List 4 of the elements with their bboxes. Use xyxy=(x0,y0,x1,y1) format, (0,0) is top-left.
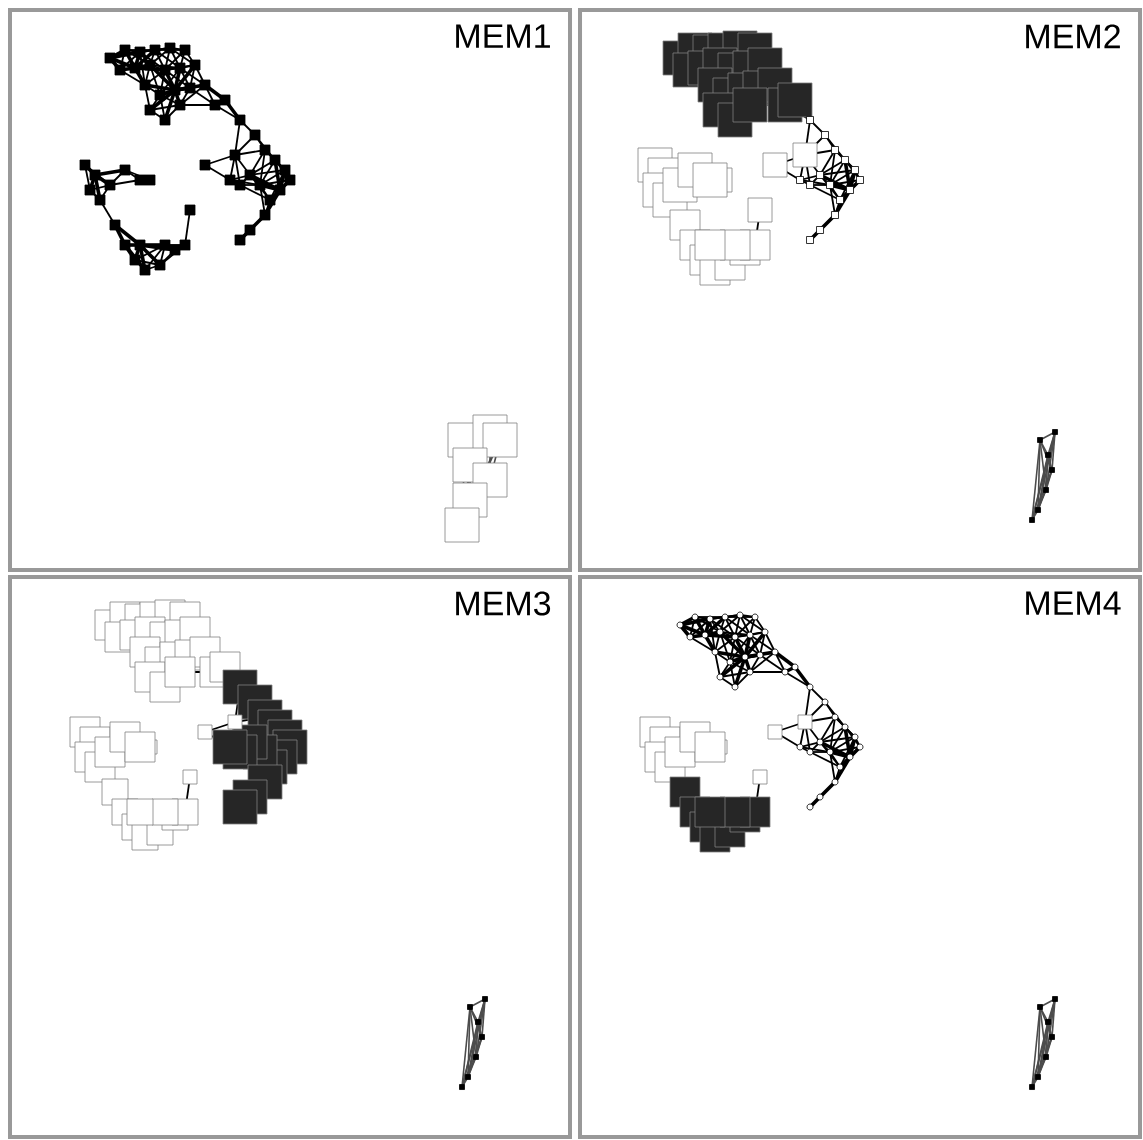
panel-box: MEM3 xyxy=(8,575,572,1139)
panel-box: MEM4 xyxy=(578,575,1142,1139)
panel-box: MEM2 xyxy=(578,8,1142,572)
panel-box: MEM1 xyxy=(8,8,572,572)
